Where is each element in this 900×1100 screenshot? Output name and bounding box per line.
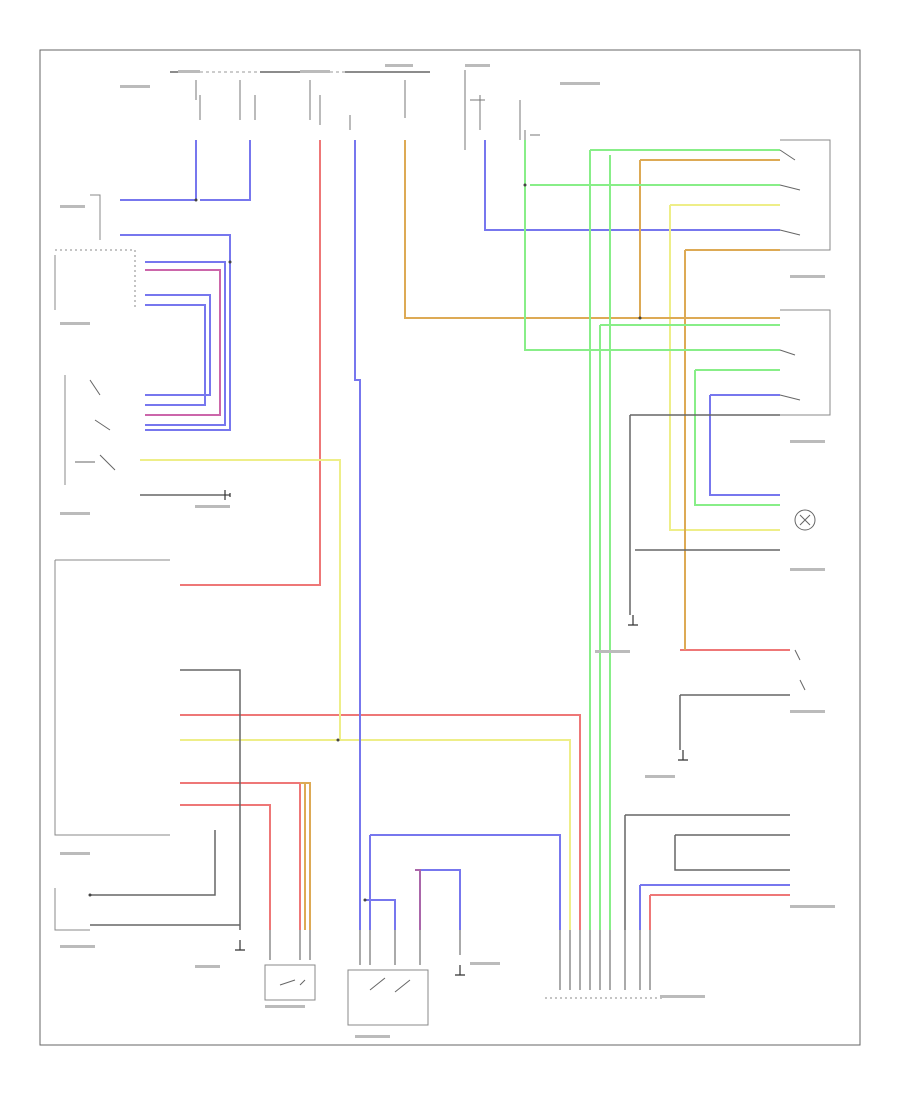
wires-purple-lower — [415, 869, 421, 930]
splice-dots — [88, 183, 642, 902]
ground-symbols — [224, 490, 688, 976]
wires-yellow — [140, 204, 780, 930]
fuse-drops — [195, 70, 540, 150]
wires-red — [180, 140, 790, 930]
wires-purple — [145, 269, 221, 416]
unreadable-label-marks — [60, 64, 835, 1038]
wires-green — [524, 140, 780, 930]
bottom-connector-stubs — [269, 930, 651, 990]
wires-orange — [300, 140, 780, 930]
switch-symbols — [75, 149, 816, 993]
wires-blue-lower — [354, 140, 790, 930]
component-boxes — [54, 139, 831, 1026]
diagram-frame — [39, 49, 861, 1046]
wires-gray — [90, 414, 790, 930]
